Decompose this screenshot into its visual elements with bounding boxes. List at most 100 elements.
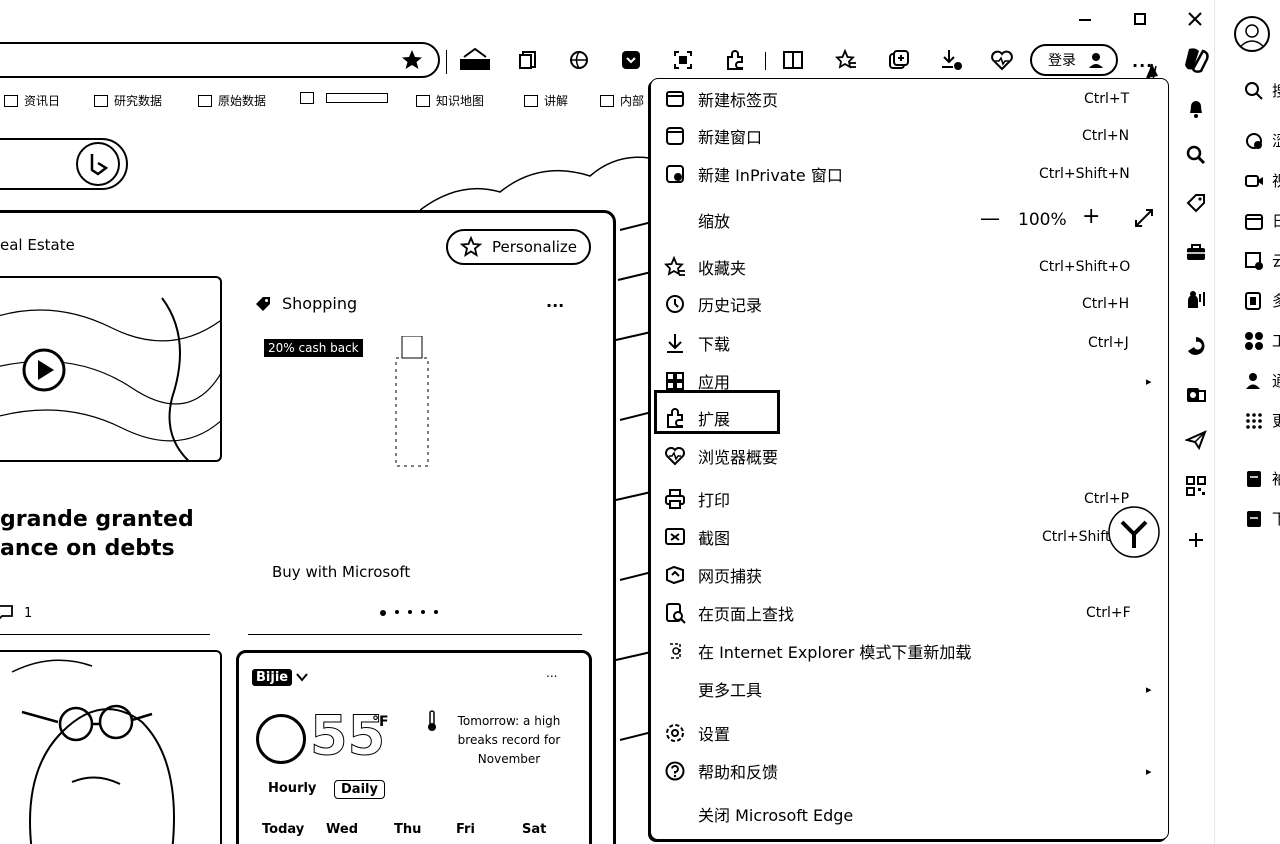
menu-item-new-tab[interactable]: 新建标签页 Ctrl+T — [650, 82, 1169, 116]
menu-item-favorites[interactable]: 收藏夹 Ctrl+Shift+O — [650, 250, 1169, 284]
kaba-button[interactable] — [458, 47, 492, 73]
tab-hourly[interactable]: Hourly — [268, 781, 317, 796]
sidebar-bell[interactable] — [1184, 96, 1208, 120]
comments-button[interactable]: 1 — [0, 604, 32, 622]
sidebar-outlook[interactable] — [1184, 382, 1208, 406]
card-more-button[interactable]: ... — [546, 292, 565, 311]
settings-and-more-button[interactable]: ... — [1132, 52, 1154, 71]
day-label[interactable]: Today — [262, 822, 305, 837]
address-bar[interactable] — [0, 42, 440, 78]
search-box[interactable] — [0, 138, 128, 190]
favorite-star-button[interactable] — [400, 48, 424, 72]
carousel-dot[interactable] — [395, 610, 399, 614]
weather-card[interactable] — [236, 650, 592, 844]
menu-item-print[interactable]: 打印 Ctrl+P — [650, 482, 1169, 516]
downloads-button[interactable] — [938, 47, 964, 73]
chevron-down-icon[interactable] — [296, 672, 308, 682]
minimize-button[interactable] — [1072, 6, 1098, 32]
bing-chat-button[interactable] — [76, 142, 120, 186]
bookmark-item[interactable]: 内部 — [600, 92, 644, 109]
maximize-button[interactable] — [1127, 6, 1153, 32]
day-label[interactable]: Wed — [326, 822, 358, 837]
day-label[interactable]: Sat — [522, 822, 547, 837]
bookmark-item[interactable]: 知识地图 — [416, 92, 484, 109]
menu-item-help[interactable]: 帮助和反馈 ▸ — [650, 754, 1169, 788]
extensions-button[interactable] — [722, 47, 748, 73]
sidebar-office[interactable] — [1184, 334, 1208, 358]
zoom-out-button[interactable]: — — [980, 206, 1000, 230]
carousel-dot[interactable] — [434, 610, 438, 614]
login-button[interactable]: 登录 — [1030, 44, 1118, 76]
side-panel-item[interactable]: 通 — [1244, 370, 1280, 391]
bookmark-label: 讲解 — [544, 94, 569, 108]
shopping-header[interactable]: Shopping — [254, 294, 357, 313]
sidebar-search[interactable] — [1184, 143, 1208, 167]
menu-item-screenshot[interactable]: 截图 Ctrl+Shift+S — [650, 520, 1169, 554]
sidebar-add[interactable] — [1184, 528, 1208, 552]
menu-item-settings[interactable]: 设置 — [650, 716, 1169, 750]
split-screen-button[interactable] — [780, 47, 806, 73]
news-thumbnail[interactable] — [0, 650, 222, 844]
favorites-button[interactable] — [833, 47, 859, 73]
personalize-button[interactable]: Personalize — [446, 229, 591, 265]
buy-with-microsoft[interactable]: Buy with Microsoft — [272, 563, 411, 581]
menu-item-downloads[interactable]: 下载 Ctrl+J — [650, 326, 1169, 360]
side-panel-item[interactable]: 下 — [1244, 508, 1280, 529]
sidebar-games[interactable] — [1184, 287, 1208, 311]
menu-item-extensions[interactable]: 扩展 — [650, 401, 1169, 435]
carousel-dot[interactable] — [408, 610, 412, 614]
side-panel-item[interactable]: 多 — [1244, 290, 1280, 311]
menu-item-ie-mode[interactable]: 在 Internet Explorer 模式下重新加载 — [650, 634, 1169, 668]
zoom-in-button[interactable]: + — [1082, 204, 1101, 229]
side-panel-item[interactable]: 更 — [1244, 410, 1280, 431]
news-headline[interactable]: grande granted ance on debts — [0, 505, 194, 563]
weather-city[interactable]: Bijie — [252, 669, 293, 686]
menu-item-new-window[interactable]: 新建窗口 Ctrl+N — [650, 119, 1169, 153]
carousel-dots[interactable] — [380, 610, 438, 616]
bookmark-item[interactable]: 研究数据 — [94, 92, 162, 109]
collections-add-button[interactable] — [886, 47, 912, 73]
carousel-dot[interactable] — [380, 610, 386, 616]
bookmark-item[interactable] — [300, 92, 388, 104]
side-panel-item[interactable]: 涩 — [1244, 130, 1280, 151]
profile-avatar[interactable] — [1234, 16, 1270, 52]
collections-button[interactable] — [515, 47, 541, 73]
bookmark-item[interactable]: 原始数据 — [198, 92, 266, 109]
menu-item-web-capture[interactable]: 网页捕获 — [650, 558, 1169, 592]
side-panel-item[interactable]: 搜 — [1244, 80, 1280, 101]
day-label[interactable]: Fri — [456, 822, 475, 837]
side-panel-item[interactable]: 日 — [1244, 210, 1280, 231]
sidebar-qr[interactable] — [1184, 474, 1208, 498]
translate-button[interactable] — [566, 47, 592, 73]
side-panel-item[interactable]: 视 — [1244, 170, 1280, 191]
profile-icon — [1240, 24, 1264, 47]
menu-item-apps[interactable]: 应用 ▸ — [650, 364, 1169, 398]
news-video-thumbnail[interactable] — [0, 276, 222, 462]
menu-item-find-on-page[interactable]: 在页面上查找 Ctrl+F — [650, 596, 1169, 630]
copilot-button[interactable] — [1181, 45, 1211, 75]
browser-essentials-button[interactable] — [989, 47, 1015, 73]
side-panel-item[interactable]: 云 — [1244, 250, 1280, 271]
sidebar-send[interactable] — [1184, 428, 1208, 452]
bookmark-item[interactable]: 资讯日 — [4, 92, 60, 109]
app-button[interactable] — [618, 47, 644, 73]
bookmark-item[interactable]: 讲解 — [524, 92, 568, 109]
menu-item-more-tools[interactable]: 更多工具 ▸ — [650, 672, 1169, 706]
side-panel-item[interactable]: 工 — [1244, 330, 1280, 351]
sidebar-tools[interactable] — [1184, 240, 1208, 264]
close-button[interactable] — [1182, 6, 1208, 32]
tab-daily[interactable]: Daily — [334, 780, 385, 799]
carousel-dot[interactable] — [421, 610, 425, 614]
day-label[interactable]: Thu — [394, 822, 422, 837]
side-panel-item[interactable]: 袖 — [1244, 468, 1280, 489]
menu-item-history[interactable]: 历史记录 Ctrl+H — [650, 287, 1169, 321]
weather-more-button[interactable]: ... — [546, 666, 558, 680]
menu-item-new-inprivate[interactable]: 新建 InPrivate 窗口 Ctrl+Shift+N — [650, 157, 1169, 191]
sidebar-shopping[interactable] — [1184, 191, 1208, 215]
menu-item-browser-essentials[interactable]: 浏览器概要 — [650, 439, 1169, 473]
feed-category[interactable]: eal Estate — [0, 236, 75, 254]
screenshot-button[interactable] — [670, 47, 696, 73]
product-bottle-image[interactable] — [386, 336, 438, 468]
menu-item-close-edge[interactable]: 关闭 Microsoft Edge — [650, 797, 1169, 831]
fullscreen-icon[interactable] — [1134, 208, 1154, 228]
